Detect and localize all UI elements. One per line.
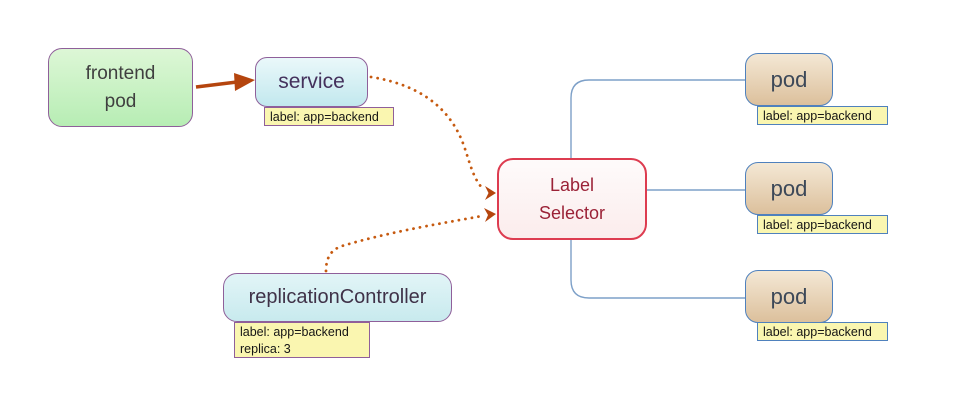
replication-controller-label: replicationController [248, 286, 427, 308]
arrowhead-service-to-selector [485, 186, 496, 200]
dotted-arrow-service-to-selector [369, 75, 486, 192]
service-tag-text: label: app=backend [270, 110, 379, 124]
pod-2-label: pod [770, 175, 808, 201]
pod-node-1: pod [745, 53, 833, 106]
label-selector-node: Label Selector [497, 158, 647, 240]
pod-node-3: pod [745, 270, 833, 323]
pod-3-label: pod [770, 283, 808, 309]
rc-tag-line1: label: app=backend [240, 325, 349, 339]
dotted-arrow-rc-to-selector [324, 214, 484, 273]
label-selector-line1: Label [549, 175, 595, 195]
replication-controller-tag: label: app=backend replica: 3 [234, 322, 370, 358]
service-node: service [255, 57, 368, 107]
replication-controller-node: replicationController [223, 273, 452, 322]
label-selector-line2: Selector [538, 203, 606, 223]
pod-1-tag-text: label: app=backend [763, 109, 872, 123]
service-label-tag: label: app=backend [264, 107, 394, 126]
frontend-pod-label-line1: frontend [85, 62, 156, 84]
arrowhead-frontend-to-service [234, 73, 255, 91]
pod-1-label: pod [770, 66, 808, 92]
pod-3-tag: label: app=backend [757, 322, 888, 341]
pod-2-tag: label: app=backend [757, 215, 888, 234]
frontend-pod-label-line2: pod [104, 90, 137, 112]
connector-selector-to-pod-3 [570, 240, 745, 299]
arrowhead-rc-to-selector [484, 208, 496, 222]
pod-2-tag-text: label: app=backend [763, 218, 872, 232]
arrow-frontend-to-service [195, 80, 238, 89]
service-label: service [278, 70, 345, 93]
pod-1-tag: label: app=backend [757, 106, 888, 125]
frontend-pod-node: frontend pod [48, 48, 193, 127]
pod-3-tag-text: label: app=backend [763, 325, 872, 339]
connector-selector-to-pod-1 [570, 79, 745, 158]
pod-node-2: pod [745, 162, 833, 215]
rc-tag-line2: replica: 3 [240, 342, 291, 356]
